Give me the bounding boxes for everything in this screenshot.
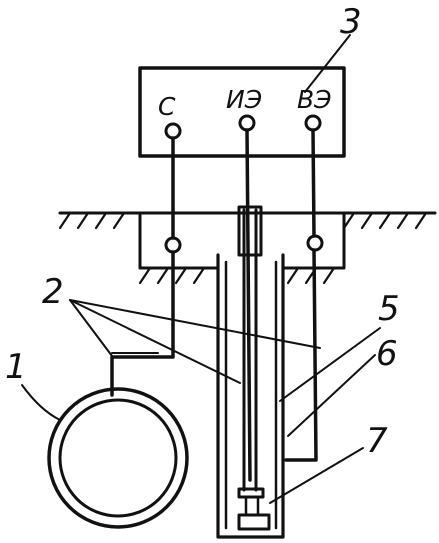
pipeline-inner xyxy=(58,398,178,518)
sensor-element xyxy=(237,513,271,531)
pit-terminal-ve xyxy=(306,234,324,252)
measuring-instrument-box xyxy=(138,66,346,158)
ground-hatching xyxy=(58,211,428,230)
terminal-label-ie: ИЭ xyxy=(226,85,262,114)
callout-5: 5 xyxy=(378,289,400,329)
terminal-ie xyxy=(238,114,256,132)
terminal-label-s: С xyxy=(158,92,176,121)
callout-7: 7 xyxy=(366,421,388,461)
callout-2: 2 xyxy=(42,272,64,312)
pit-left-outline xyxy=(138,211,220,270)
leader-lines xyxy=(21,34,381,504)
casing-outer xyxy=(216,253,285,539)
terminal-label-ve: ВЭ xyxy=(297,85,332,114)
pit-terminal-s xyxy=(164,236,182,254)
wire-ve-upper xyxy=(311,128,316,238)
electrode-rod-head xyxy=(237,205,263,257)
terminal-s xyxy=(164,122,182,140)
pipeline-outer xyxy=(47,387,189,529)
callout-6: 6 xyxy=(376,334,398,374)
callout-1: 1 xyxy=(5,347,27,387)
pit-hatching xyxy=(138,266,336,285)
wire-ie xyxy=(245,128,252,482)
terminal-ve xyxy=(304,114,322,132)
wire-ve-lower xyxy=(284,248,318,462)
sensor-cap xyxy=(237,487,265,499)
callout-3: 3 xyxy=(340,2,362,42)
pit-right-outline xyxy=(281,211,346,270)
